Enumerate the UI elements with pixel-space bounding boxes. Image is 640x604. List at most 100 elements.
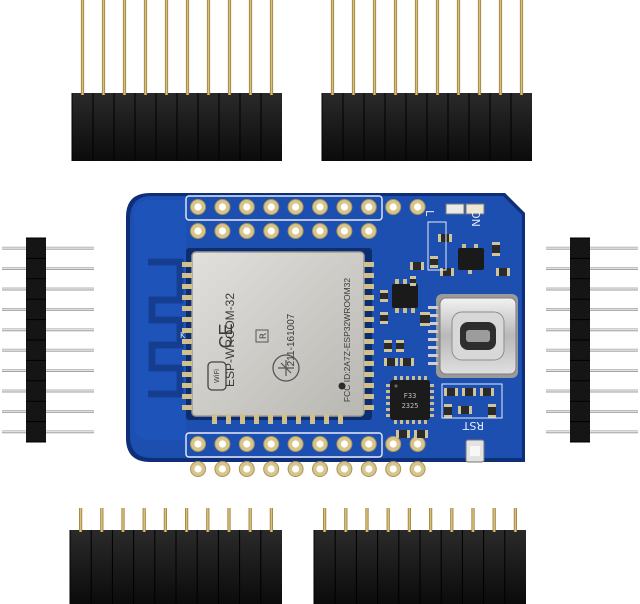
qfn-pad: [418, 420, 421, 424]
telec-mark-icon: [272, 354, 300, 382]
castellated-pad: [296, 414, 301, 424]
castellated-pad: [182, 273, 192, 278]
castellated-pad: [212, 414, 217, 424]
castellated-pad: [364, 361, 374, 366]
castellated-pad: [182, 394, 192, 399]
gpio-hole: [267, 465, 275, 473]
castellated-pad: [364, 262, 374, 267]
ce-mark: CE: [216, 323, 236, 348]
qfn-pad: [386, 402, 390, 405]
header-pin: [2, 389, 94, 393]
gpio-hole: [414, 465, 422, 473]
header-pin: [227, 0, 232, 95]
r-mark: R: [259, 333, 269, 339]
header-pin: [227, 508, 231, 532]
header-pin: [163, 508, 167, 532]
castellated-pad: [182, 361, 192, 366]
gpio-hole: [243, 203, 251, 211]
wifi-logo-icon: WiFi: [207, 361, 227, 391]
gpio-hole: [316, 440, 324, 448]
header-pin: [269, 0, 274, 95]
pin-header-top-left: [71, 0, 282, 161]
smd-passive: [400, 358, 414, 366]
gpio-hole: [340, 227, 348, 235]
smd-terminal: [380, 312, 388, 315]
qfn-pad: [418, 376, 421, 380]
smd-terminal: [380, 299, 388, 302]
qfn-pad: [424, 376, 427, 380]
gpio-hole: [365, 465, 373, 473]
qfn-pad: [386, 384, 390, 387]
smd-passive: [444, 388, 458, 396]
esp32-module: ESP-WROOM-32 211-161007 FCC ID:2A7Z-ESP3…: [148, 248, 374, 424]
castellated-pad: [338, 414, 343, 424]
usb-serial-chip: F33 2325: [386, 376, 434, 424]
smd-passive: [410, 262, 424, 270]
castellated-pad: [182, 339, 192, 344]
header-pin: [164, 0, 169, 95]
gpio-hole: [389, 465, 397, 473]
smd-terminal: [395, 358, 398, 366]
smd-passive: [380, 312, 388, 324]
usb-pin: [428, 306, 438, 309]
gpio-hole: [389, 203, 397, 211]
header-pin: [80, 0, 85, 95]
smd-terminal: [455, 388, 458, 396]
smd-passive: [438, 234, 452, 242]
header-pin: [546, 328, 638, 332]
smd-passive: [462, 388, 476, 396]
header-pin: [546, 410, 638, 413]
smd-passive: [380, 290, 388, 302]
header-pin: [330, 0, 335, 95]
header-pin: [2, 369, 94, 372]
gpio-pads: [185, 195, 426, 477]
castellated-pad: [364, 273, 374, 278]
header-pin: [2, 267, 94, 270]
header-pin: [546, 308, 638, 311]
sot-pin: [395, 279, 399, 284]
pin-header-side-right: [546, 237, 638, 443]
sot-pin: [403, 279, 407, 284]
gpio-hole: [218, 227, 226, 235]
smd-terminal: [396, 430, 399, 438]
smd-terminal: [496, 268, 499, 276]
usb-pin: [428, 338, 438, 341]
header-pin: [206, 508, 210, 532]
reset-button[interactable]: [465, 439, 485, 463]
castellated-pad: [254, 414, 259, 424]
smd-terminal: [430, 256, 438, 259]
qfn-pad: [386, 390, 390, 393]
qfn-pad: [430, 414, 434, 417]
header-pin: [492, 508, 496, 532]
header-pin: [414, 0, 419, 95]
header-pin: [100, 508, 104, 532]
qfn-pad: [412, 376, 415, 380]
gpio-hole: [389, 440, 397, 448]
smd-terminal: [400, 358, 403, 366]
header-pin: [471, 508, 475, 532]
usb-chip-label: F33: [404, 392, 417, 400]
gpio-hole: [365, 227, 373, 235]
header-pin: [546, 287, 638, 291]
smd-terminal: [492, 242, 500, 245]
gpio-hole: [267, 440, 275, 448]
gpio-hole: [243, 440, 251, 448]
header-pin: [248, 508, 252, 532]
smd-terminal: [380, 321, 388, 324]
header-pin: [79, 508, 83, 532]
sot-pin: [403, 308, 407, 313]
usb-pin: [428, 322, 438, 325]
gpio-hole: [340, 440, 348, 448]
header-pin: [2, 348, 94, 352]
header-pin: [2, 328, 94, 332]
castellated-pad: [364, 350, 374, 355]
smd-passive: [440, 268, 454, 276]
gpio-hole: [267, 227, 275, 235]
castellated-pad: [182, 284, 192, 289]
gpio-hole: [292, 203, 300, 211]
power-led: [445, 203, 485, 215]
qfn-pad: [430, 402, 434, 405]
castellated-pad: [310, 414, 315, 424]
header-pin: [269, 508, 273, 532]
